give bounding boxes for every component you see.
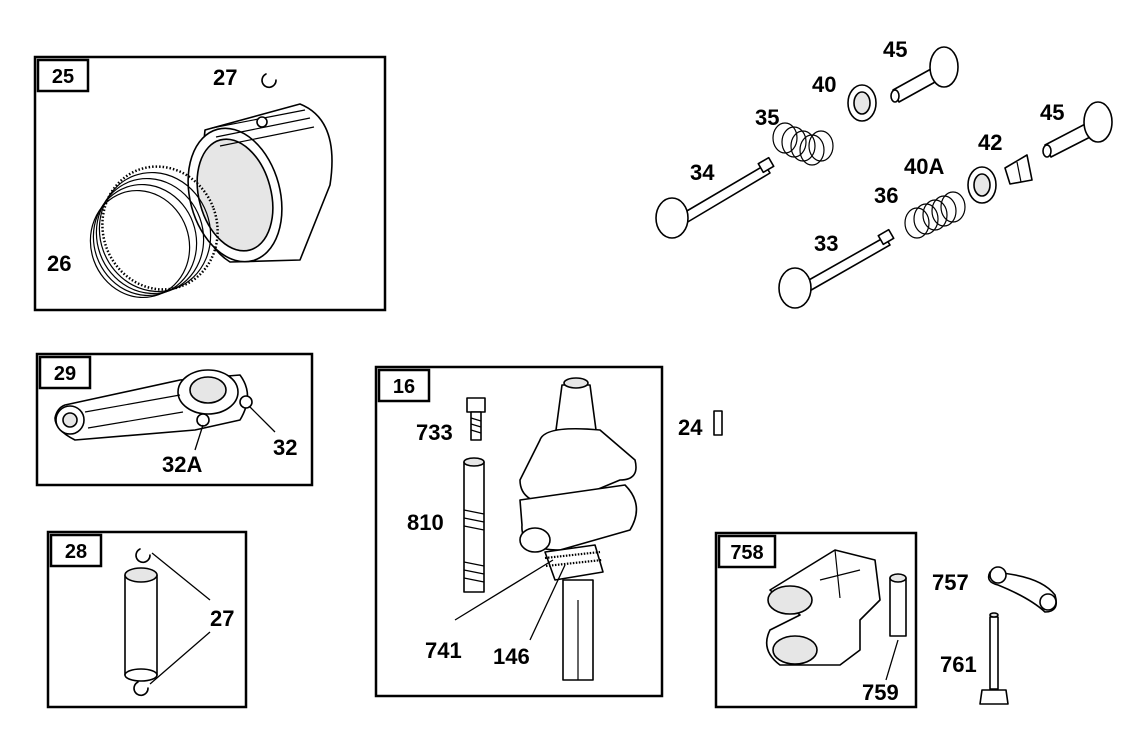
kit-25-tag: 25 (52, 66, 74, 88)
screw-761[interactable] (979, 612, 1009, 705)
label-810: 810 (407, 510, 444, 535)
retaining-ring-top-icon (135, 548, 151, 564)
label-759: 759 (862, 680, 899, 705)
leader-32 (249, 406, 276, 433)
crankshaft[interactable] (519, 377, 638, 681)
kit-29-tag-box (38, 355, 92, 390)
kit-758-frame (714, 531, 918, 709)
label-24: 24 (678, 415, 703, 440)
yoke[interactable] (765, 549, 881, 666)
bolt-733[interactable] (466, 397, 486, 441)
piston-rings[interactable] (75, 150, 234, 311)
kit-25-tag-box (36, 58, 90, 93)
kit-28-tag-box (49, 533, 103, 568)
valve-keeper-42[interactable] (1004, 154, 1033, 185)
kit-16-crankshaft: 16 733 810 741 146 (374, 365, 664, 698)
spring-retainer-40a[interactable] (967, 166, 997, 204)
retaining-ring-bottom-icon (133, 681, 149, 697)
label-40: 40 (812, 72, 836, 97)
spring-retainer-40[interactable] (847, 84, 877, 122)
leader-741 (454, 559, 554, 621)
label-27-pin-kit: 27 (210, 606, 234, 631)
kit-29-connecting-rod: 29 32 32A (35, 352, 314, 487)
link-757[interactable] (987, 566, 1058, 613)
label-26: 26 (47, 251, 71, 276)
label-733: 733 (416, 420, 453, 445)
kit-16-tag-box (377, 368, 431, 403)
intake-valve[interactable] (655, 156, 775, 239)
kit-758-yoke: 758 759 (714, 531, 918, 709)
label-32a: 32A (162, 452, 202, 477)
valve-assembly: 45 40 35 34 45 42 40A 36 33 (655, 37, 1113, 309)
label-146: 146 (493, 644, 530, 669)
kit-758-tag-box (717, 534, 777, 569)
label-32: 32 (273, 435, 297, 460)
kit-28-tag: 28 (65, 541, 87, 563)
exhaust-valve[interactable] (778, 228, 895, 309)
kit-25-piston-assembly: 25 27 26 (33, 55, 387, 312)
kit-758-tag: 758 (730, 542, 763, 564)
piston-pin[interactable] (124, 567, 158, 682)
label-45-upper: 45 (883, 37, 907, 62)
kit-28-piston-pin: 28 27 (46, 530, 248, 709)
valve-tappet-lower[interactable] (1042, 101, 1113, 158)
label-42: 42 (978, 130, 1002, 155)
label-761: 761 (940, 652, 977, 677)
kit-29-frame (35, 352, 314, 487)
label-741: 741 (425, 638, 462, 663)
label-27-piston-kit: 27 (213, 65, 237, 90)
woodruff-key: 24 (678, 410, 723, 440)
valve-spring-35[interactable] (772, 122, 834, 166)
leader-759 (885, 639, 899, 681)
label-757: 757 (932, 570, 969, 595)
label-35: 35 (755, 105, 779, 130)
leader-32a (194, 424, 204, 451)
pin-759[interactable] (889, 573, 907, 637)
piston[interactable] (174, 103, 333, 272)
valve-tappet-upper[interactable] (890, 46, 959, 103)
valve-spring-36[interactable] (904, 191, 966, 239)
leader-27-bottom (149, 631, 211, 685)
leader-27-top (151, 552, 211, 601)
kit-16-frame (374, 365, 664, 698)
label-36: 36 (874, 183, 898, 208)
key-24-icon[interactable] (713, 410, 723, 436)
label-34: 34 (690, 160, 715, 185)
screw-761-part: 761 (940, 612, 1009, 705)
connecting-rod[interactable] (54, 369, 253, 441)
kit-28-frame (46, 530, 248, 709)
retaining-ring-icon (261, 73, 277, 89)
label-33: 33 (814, 231, 838, 256)
link-757-part: 757 (932, 566, 1058, 613)
stud-810[interactable] (463, 457, 485, 593)
leader-146 (529, 564, 566, 641)
kit-16-tag: 16 (393, 376, 415, 398)
kit-25-frame (33, 55, 387, 312)
label-45-lower: 45 (1040, 100, 1064, 125)
label-40a: 40A (904, 154, 944, 179)
kit-29-tag: 29 (54, 363, 76, 385)
